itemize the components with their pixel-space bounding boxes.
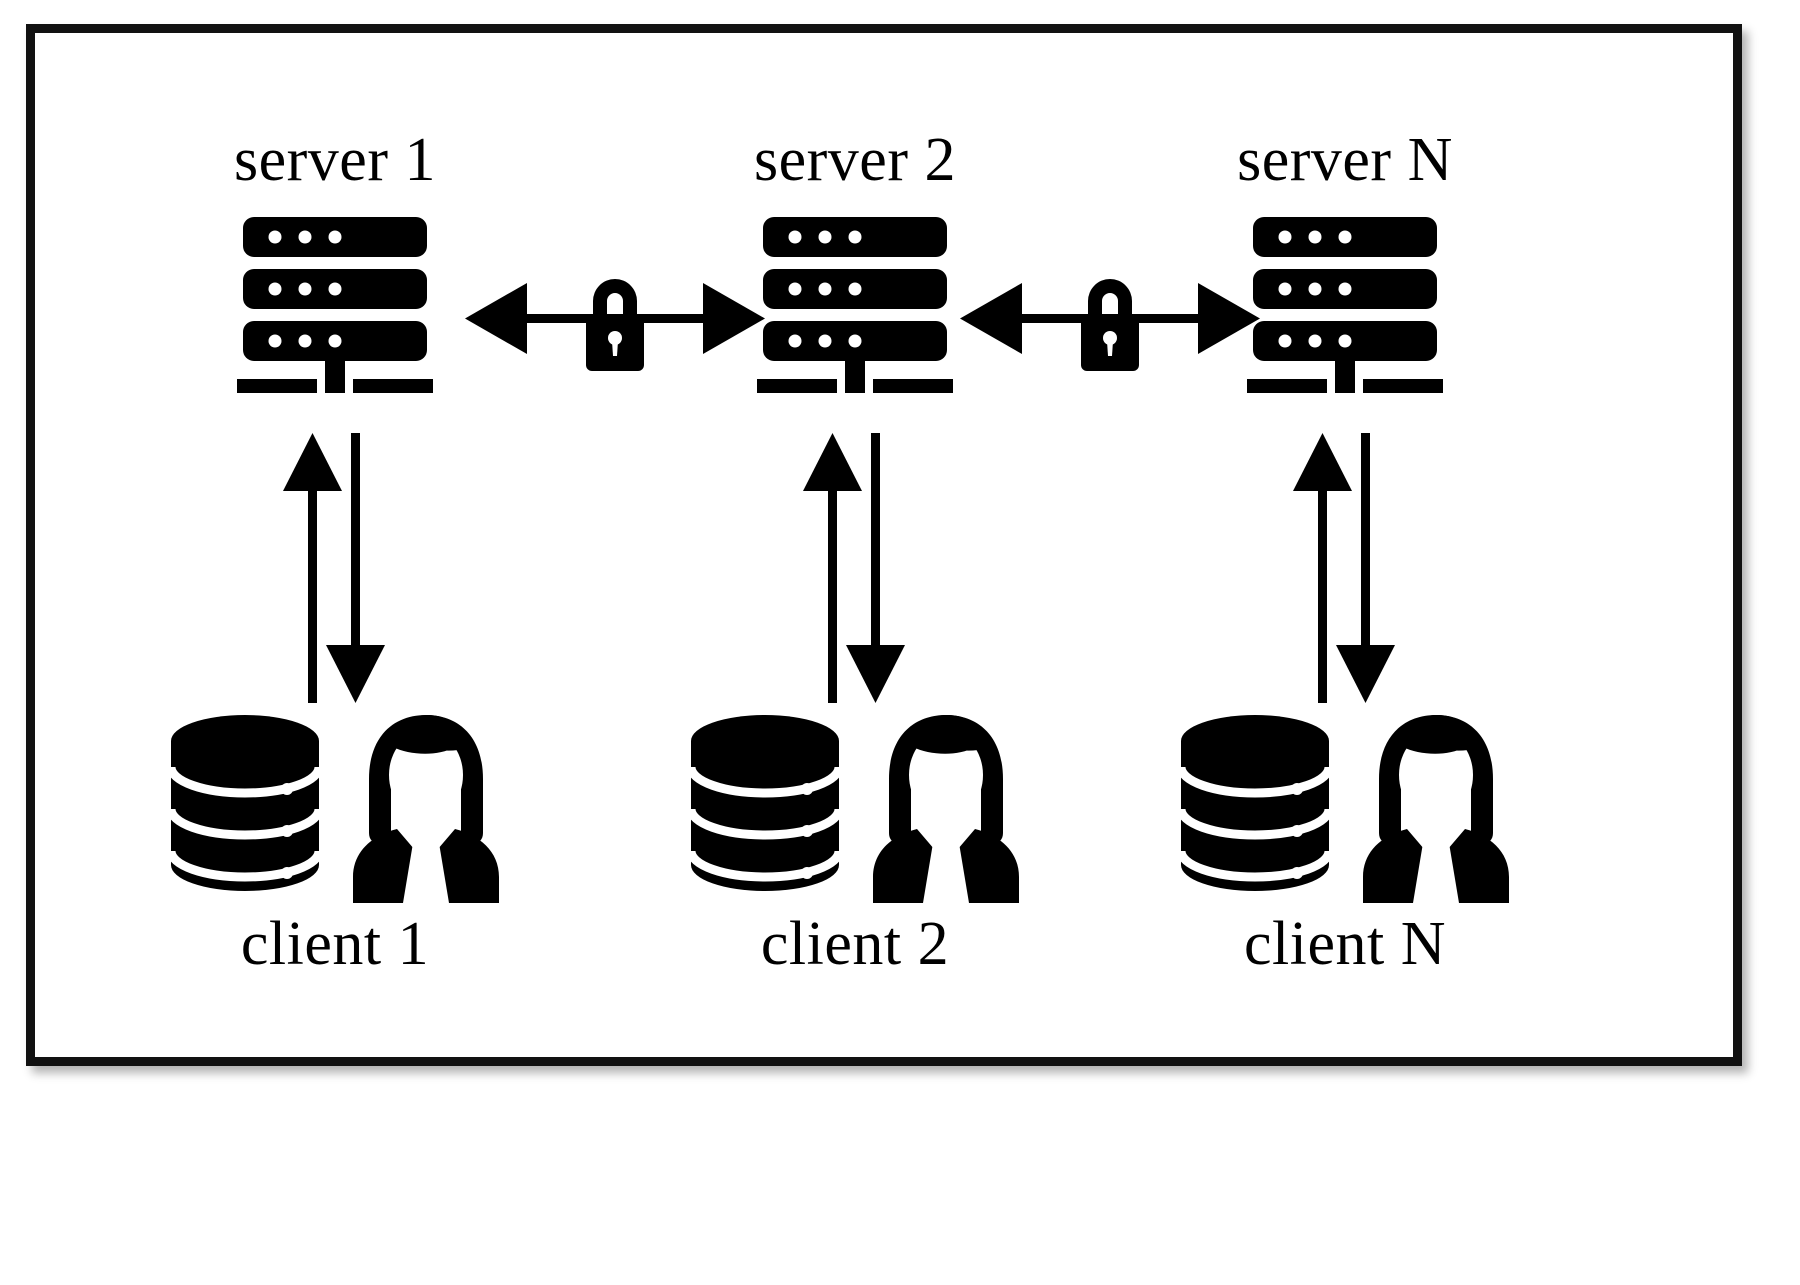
client-server-link-1 xyxy=(275,433,395,703)
client-server-link-2 xyxy=(795,433,915,703)
businesswoman-icon xyxy=(1363,715,1509,903)
server-rack-icon xyxy=(1247,217,1443,393)
database-cylinder-icon xyxy=(686,715,844,891)
padlock-icon xyxy=(586,279,644,371)
client-icons-2 xyxy=(685,713,1025,903)
diagram-frame: server 1 xyxy=(26,24,1742,1066)
double-headed-arrow-icon xyxy=(960,279,1260,371)
double-headed-arrow-icon xyxy=(465,279,765,371)
businesswoman-icon xyxy=(353,715,499,903)
arrow-down-icon xyxy=(326,433,385,703)
arrow-down-icon xyxy=(846,433,905,703)
server-label-1: server 1 xyxy=(234,126,436,194)
client-icons-3 xyxy=(1175,713,1515,903)
client-label-3: client N xyxy=(1244,910,1446,978)
padlock-icon xyxy=(1081,279,1139,371)
arrow-up-icon xyxy=(283,433,342,703)
database-cylinder-icon xyxy=(1176,715,1334,891)
client-server-link-3 xyxy=(1285,433,1405,703)
businesswoman-icon xyxy=(873,715,1019,903)
secure-link-2 xyxy=(960,261,1260,381)
arrow-up-icon xyxy=(1293,433,1352,703)
server-rack-icon xyxy=(237,217,433,393)
database-cylinder-icon xyxy=(166,715,324,891)
node-column-2: server 2 xyxy=(615,33,1095,1057)
server-rack-icon xyxy=(757,217,953,393)
arrow-down-icon xyxy=(1336,433,1395,703)
node-column-3: server N xyxy=(1105,33,1585,1057)
client-icons-1 xyxy=(165,713,505,903)
server-label-2: server 2 xyxy=(754,126,956,194)
client-label-1: client 1 xyxy=(240,910,430,978)
secure-link-1 xyxy=(465,261,765,381)
server-label-3: server N xyxy=(1237,126,1453,194)
arrow-up-icon xyxy=(803,433,862,703)
client-label-2: client 2 xyxy=(760,910,950,978)
node-column-1: server 1 xyxy=(95,33,575,1057)
